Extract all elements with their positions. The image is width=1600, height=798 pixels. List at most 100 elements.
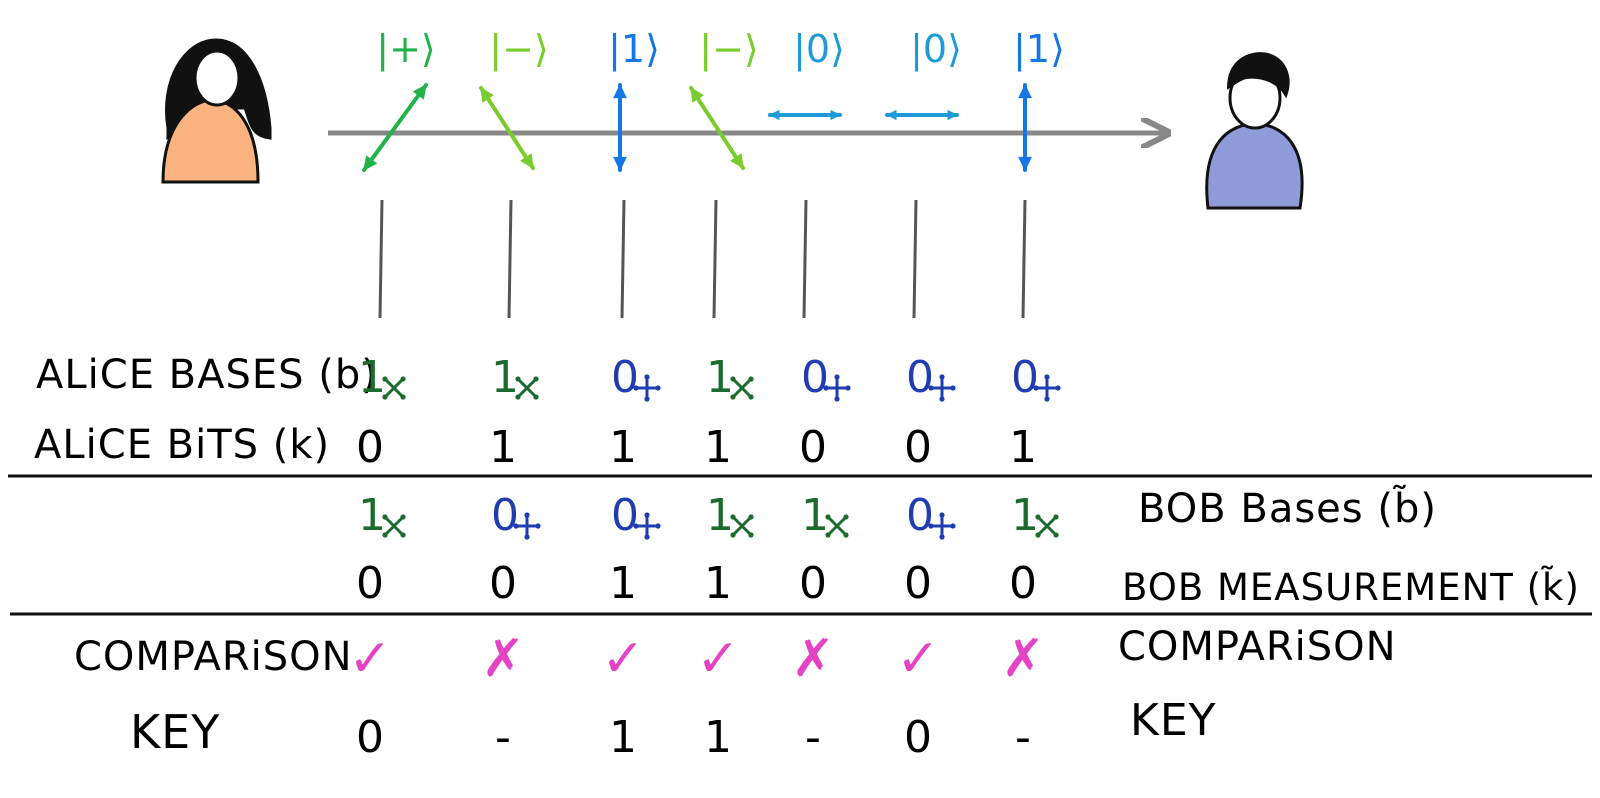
mismatch-cross-mark: ✗ (791, 629, 835, 689)
bob-measurement-label: BOB MEASUREMENT (k̃) (1122, 565, 1580, 609)
alice-bit: 1 (609, 422, 637, 473)
alice-bit: 1 (1009, 422, 1037, 473)
polarization-diag-neg-arrow (479, 86, 535, 170)
basis-digit: 0 (906, 352, 934, 403)
key-label-left: KEY (130, 705, 220, 759)
diagonal-basis-icon (730, 514, 754, 538)
bob-figure (1205, 52, 1304, 210)
bob-measurement-bit: 0 (489, 558, 517, 609)
rectilinear-basis-icon (928, 512, 956, 540)
bob-measurement-bit: 0 (799, 558, 827, 609)
basis-digit: 0 (611, 490, 639, 541)
state-label: |0⟩ (793, 27, 845, 72)
rectilinear-basis-icon (633, 512, 661, 540)
mismatch-cross-mark: ✗ (1001, 629, 1045, 689)
basis-digit: 0 (611, 352, 639, 403)
match-check-mark: ✓ (601, 629, 645, 689)
alice-figure (161, 38, 272, 184)
diagonal-basis-icon (1035, 514, 1059, 538)
polarization-arrows (362, 83, 1032, 172)
bob-measurement-row: 0 0 1 1 0 0 0 (356, 558, 1037, 609)
alice-head (193, 49, 241, 107)
polarization-horizontal-arrow (885, 109, 959, 121)
basis-digit: 1 (358, 352, 386, 403)
column-guides (378, 199, 1027, 319)
diagonal-basis-icon (515, 376, 539, 400)
bob-measurement-bit: 0 (904, 558, 932, 609)
polarization-horizontal-arrow (768, 109, 842, 121)
state-label: |1⟩ (608, 27, 660, 72)
basis-digit: 0 (801, 352, 829, 403)
basis-digit: 1 (706, 352, 734, 403)
bob-measurement-bit: 0 (1009, 558, 1037, 609)
diagonal-basis-icon (382, 376, 406, 400)
alice-bits-row: 0 1 1 1 0 0 1 (356, 422, 1037, 473)
alice-bit: 0 (799, 422, 827, 473)
column-guide-line (1021, 199, 1027, 319)
key-bit: 0 (904, 712, 932, 763)
rectilinear-basis-icon (823, 374, 851, 402)
key-bit: - (495, 712, 511, 763)
column-guide-line (802, 199, 808, 319)
match-check-mark: ✓ (348, 629, 392, 689)
bob-measurement-bit: 1 (609, 558, 637, 609)
match-check-mark: ✓ (696, 629, 740, 689)
bob-measurement-bit: 1 (704, 558, 732, 609)
polarization-vertical-arrow (613, 83, 627, 172)
alice-bit: 1 (704, 422, 732, 473)
column-guide-line (507, 199, 513, 319)
rectilinear-basis-icon (513, 512, 541, 540)
bob-measurement-bit: 0 (356, 558, 384, 609)
column-guide-line (912, 199, 918, 319)
match-check-mark: ✓ (896, 629, 940, 689)
basis-digit: 1 (801, 490, 829, 541)
basis-digit: 0 (491, 490, 519, 541)
alice-bit: 0 (356, 422, 384, 473)
bob-hair (1226, 52, 1290, 99)
polarization-diag-neg-arrow (689, 86, 745, 170)
key-bit: 1 (704, 712, 732, 763)
diagonal-basis-icon (825, 514, 849, 538)
alice-bit: 0 (904, 422, 932, 473)
comparison-label-right: COMPARiSON (1118, 624, 1397, 670)
rectilinear-basis-icon (1033, 374, 1061, 402)
bob-bases-label: BOB Bases (b̃) (1138, 484, 1437, 532)
column-guide-line (712, 199, 718, 319)
state-label: |0⟩ (910, 27, 962, 72)
basis-digit: 1 (706, 490, 734, 541)
polarization-vertical-arrow (1018, 83, 1032, 172)
alice-bit: 1 (489, 422, 517, 473)
rectilinear-basis-icon (928, 374, 956, 402)
key-bit: - (1015, 712, 1031, 763)
state-labels: |+⟩ |−⟩ |1⟩ |−⟩ |0⟩ |0⟩ |1⟩ (376, 27, 1065, 72)
rectilinear-basis-icon (633, 374, 661, 402)
diagonal-basis-icon (382, 514, 406, 538)
column-guide-line (378, 199, 384, 319)
comparison-label-left: COMPARiSON (74, 634, 353, 680)
state-label: |−⟩ (489, 27, 548, 72)
basis-digit: 1 (491, 352, 519, 403)
key-bit: 0 (356, 712, 384, 763)
alice-bases-row: 1 1 0 1 0 0 0 (358, 352, 1061, 403)
key-row: 0 - 1 1 - 0 - (356, 712, 1031, 763)
mismatch-cross-mark: ✗ (481, 629, 525, 689)
diagonal-basis-icon (730, 376, 754, 400)
basis-digit: 0 (906, 490, 934, 541)
basis-digit: 1 (1011, 490, 1039, 541)
column-guide-line (620, 199, 626, 319)
key-bit: 1 (609, 712, 637, 763)
state-label: |−⟩ (699, 27, 758, 72)
alice-bases-label: ALiCE BASES (b) (36, 352, 378, 398)
polarization-diag-pos-arrow (362, 83, 428, 172)
bob-bases-row: 1 0 0 1 1 0 1 (358, 490, 1059, 541)
state-label: |+⟩ (376, 27, 435, 72)
key-bit: - (805, 712, 821, 763)
bob-body (1205, 122, 1304, 210)
key-label-right: KEY (1130, 695, 1217, 746)
alice-bits-label: ALiCE BiTS (k) (34, 422, 330, 468)
state-label: |1⟩ (1013, 27, 1065, 72)
basis-digit: 0 (1011, 352, 1039, 403)
comparison-row: ✓ ✗ ✓ ✓ ✗ ✓ ✗ (348, 629, 1045, 689)
basis-digit: 1 (358, 490, 386, 541)
